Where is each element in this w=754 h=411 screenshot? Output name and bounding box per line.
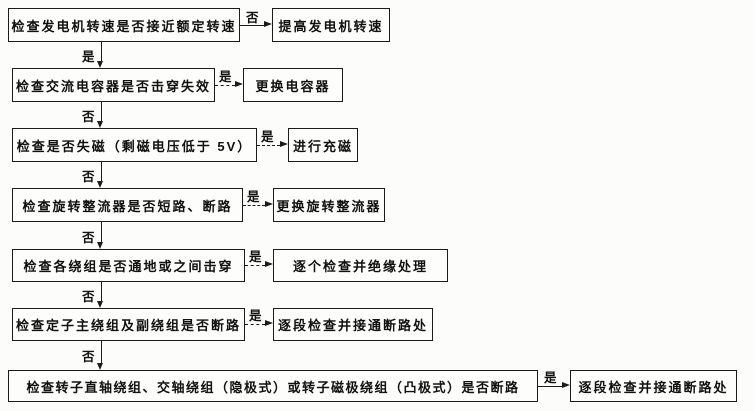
arrow-right [257, 141, 288, 148]
arrow-right [245, 261, 273, 268]
arrow-right [245, 320, 273, 327]
check-box: 检查各绕组是否通地或之间击穿 [12, 249, 245, 282]
remedy-box: 提高发电机转速 [272, 8, 390, 42]
arrow-down [97, 341, 104, 370]
branch-label: 是 [219, 70, 232, 84]
check-box: 检查转子直轴绕组、交轴绕组（隐极式）或转子磁极绕组（凸极式）是否断路 [8, 370, 538, 402]
arrow-down [97, 222, 104, 249]
remedy-box: 更换电容器 [243, 68, 343, 102]
check-box: 检查是否失磁（剩磁电压低于 5V） [12, 128, 257, 162]
branch-label: 否 [246, 11, 259, 25]
remedy-box: 逐段检查并接通断路处 [570, 370, 737, 402]
arrow-down [97, 42, 104, 68]
arrow-down [97, 102, 104, 128]
remedy-box: 更换旋转整流器 [273, 188, 385, 222]
down-label: 否 [82, 110, 95, 124]
remedy-box: 逐个检查并绝缘处理 [273, 249, 448, 282]
arrow-right [240, 21, 272, 28]
branch-label: 是 [249, 250, 262, 264]
check-box: 检查旋转整流器是否短路、断路 [12, 188, 243, 222]
down-label: 否 [82, 170, 95, 184]
branch-label: 是 [544, 371, 557, 385]
arrow-down [97, 282, 104, 308]
branch-label: 是 [247, 190, 260, 204]
check-box: 检查发电机转速是否接近额定转速 [8, 8, 240, 42]
arrow-down [97, 162, 104, 188]
arrow-right [243, 201, 273, 208]
arrow-right [215, 81, 243, 88]
down-label: 否 [82, 350, 95, 364]
down-label: 是 [82, 50, 95, 64]
remedy-box: 进行充磁 [288, 128, 358, 162]
branch-label: 是 [261, 130, 274, 144]
arrow-right [538, 382, 570, 389]
check-box: 检查交流电容器是否击穿失效 [12, 68, 215, 102]
remedy-box: 逐段检查并接通断路处 [273, 308, 433, 341]
check-box: 检查定子主绕组及副绕组是否断路 [12, 308, 245, 341]
down-label: 否 [82, 290, 95, 304]
down-label: 否 [82, 231, 95, 245]
branch-label: 是 [249, 309, 262, 323]
